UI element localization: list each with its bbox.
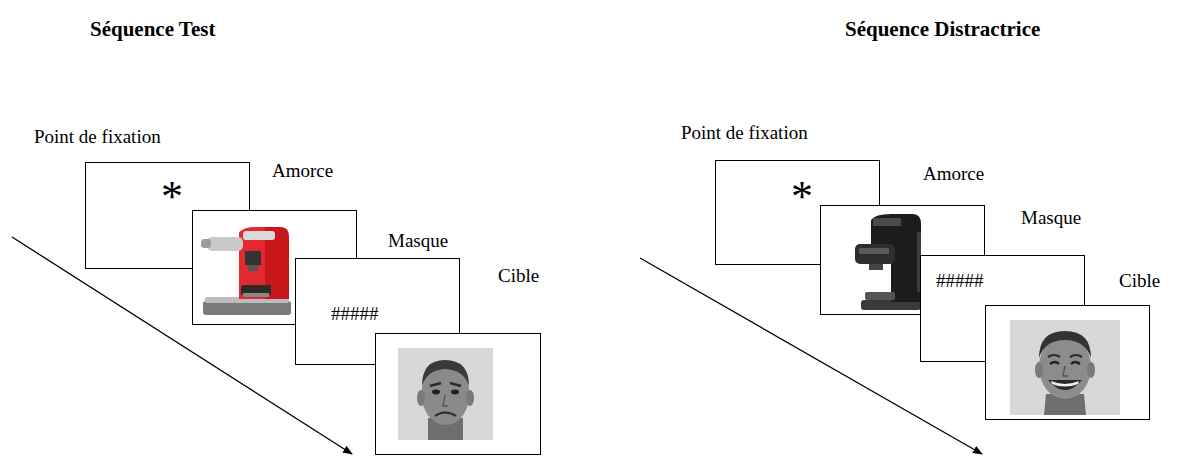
stimulus-frame: Cible	[985, 305, 1150, 420]
mask-hashes: #####	[331, 304, 379, 325]
frame-label: Cible	[1119, 271, 1160, 292]
frame-label: Masque	[1021, 208, 1081, 229]
stimulus-frame: Cible	[375, 333, 541, 455]
sequence-heading: Séquence Test	[90, 18, 215, 41]
frame-label: Point de fixation	[34, 127, 161, 148]
mask-hashes: #####	[936, 271, 984, 292]
face-sad	[398, 348, 493, 440]
coffee-machine-red	[199, 223, 294, 321]
sequence-heading: Séquence Distractrice	[845, 18, 1040, 41]
frame-label: Masque	[388, 231, 448, 252]
frame-label: Point de fixation	[681, 123, 808, 144]
fixation-star: *	[791, 173, 813, 221]
frame-label: Amorce	[923, 164, 984, 185]
frame-label: Amorce	[272, 161, 333, 182]
fixation-star: *	[161, 173, 183, 221]
face-happy	[1010, 320, 1120, 415]
coffee-machine-black	[841, 212, 926, 312]
frame-label: Cible	[498, 266, 539, 287]
